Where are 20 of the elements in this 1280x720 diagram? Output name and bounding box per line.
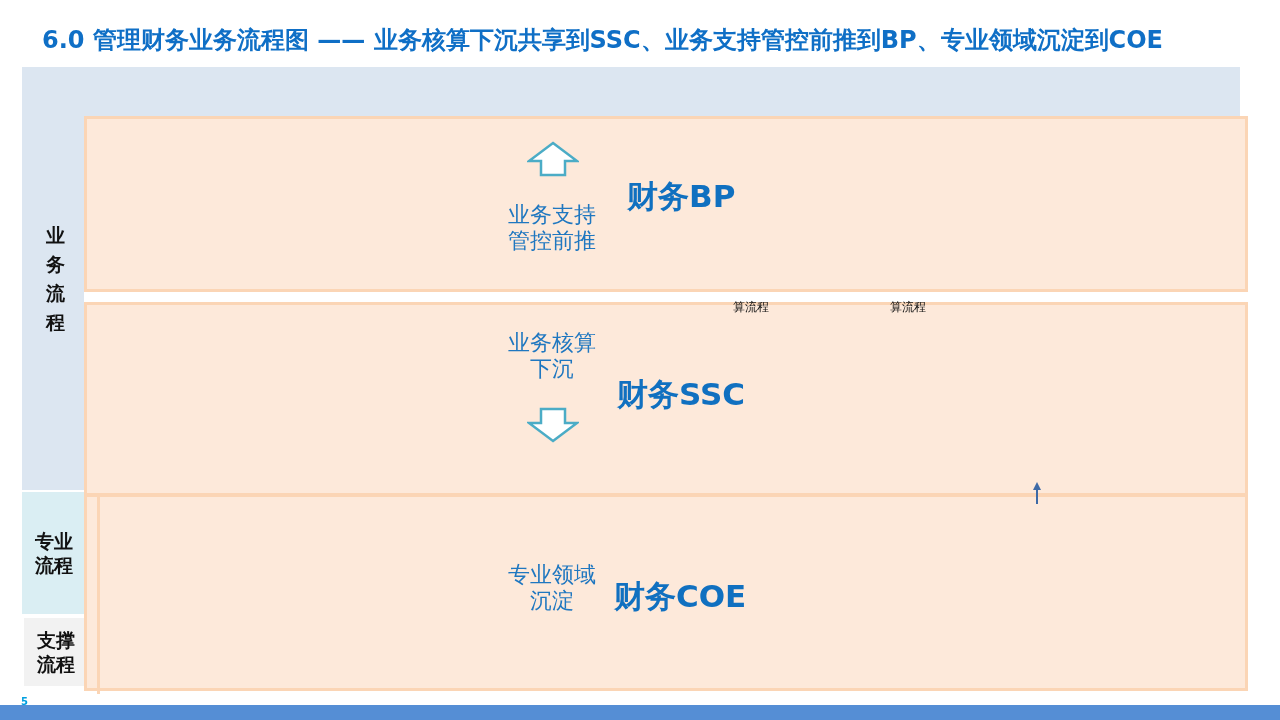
- fragment-text: 算流程: [890, 299, 926, 316]
- arrow-shape: [1032, 481, 1042, 505]
- lane-label: 业务流程: [44, 222, 66, 335]
- panel-caption: 业务支持管控前推: [507, 202, 597, 254]
- fragment-text: 算流程: [733, 299, 769, 316]
- panel-title: 财务COE: [614, 577, 747, 616]
- lane-band: [22, 492, 84, 614]
- lane-band: [22, 67, 84, 490]
- panel-caption: 业务核算下沉: [507, 330, 597, 382]
- panel-caption: 专业领域沉淀: [507, 562, 597, 614]
- panel-title: 财务SSC: [617, 375, 745, 414]
- lane-label: 支撑流程: [36, 628, 76, 676]
- lane-label: 专业流程: [34, 529, 74, 577]
- lane-band: [24, 618, 84, 686]
- page-number: 5: [21, 696, 28, 707]
- function-panel: [84, 494, 1248, 691]
- function-panel: [84, 116, 1248, 292]
- panel-title: 财务BP: [627, 177, 736, 216]
- title: 6.0 管理财务业务流程图 —— 业务核算下沉共享到SSC、业务支持管控前推到BP、专业领域沉淀到COE: [42, 25, 1163, 56]
- function-panel: [84, 302, 1248, 496]
